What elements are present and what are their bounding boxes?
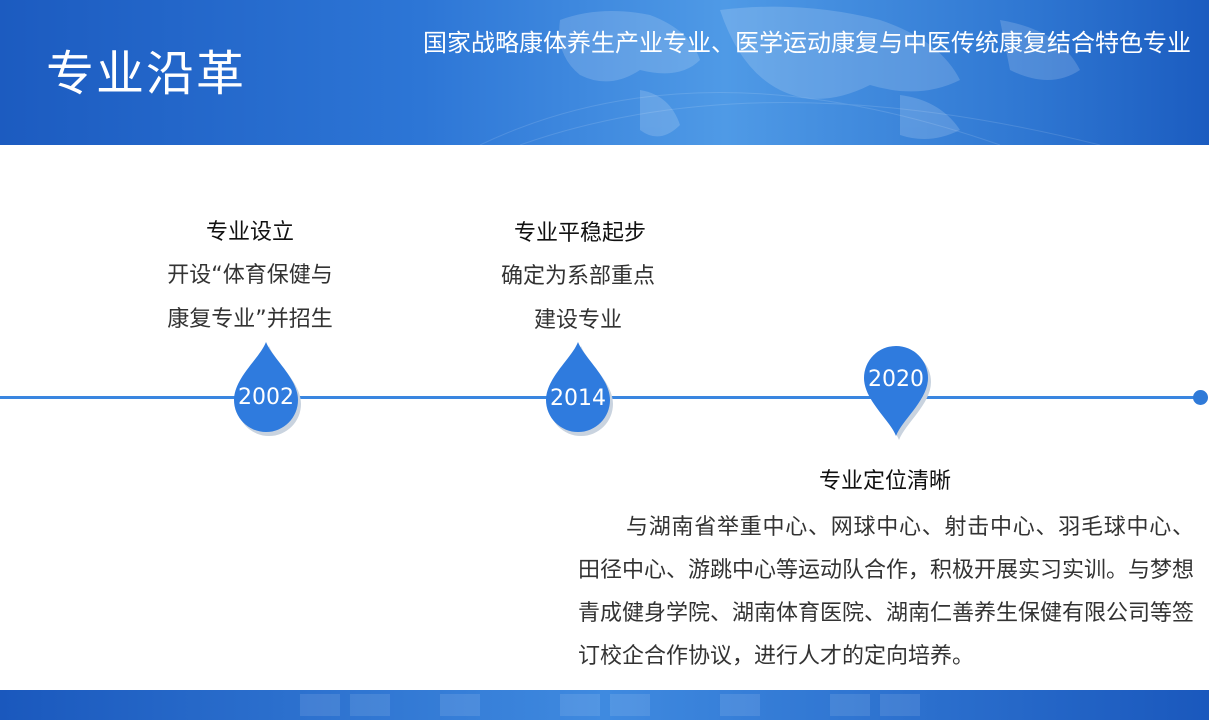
milestone-desc-2020: 与湖南省举重中心、网球中心、射击中心、羽毛球中心、田径中心、游跳中心等运动队合作… bbox=[578, 515, 1195, 669]
year-label: 2020 bbox=[868, 367, 924, 392]
milestone-desc-2014-line1: 确定为系部重点 bbox=[500, 264, 655, 289]
milestone-title-2020: 专业定位清晰 bbox=[818, 469, 951, 494]
footer-pattern bbox=[300, 694, 920, 716]
year-marker-2002: 2002 bbox=[228, 340, 304, 440]
year-marker-2014: 2014 bbox=[540, 340, 616, 440]
year-label: 2014 bbox=[550, 386, 606, 411]
milestone-desc-2014-line2: 建设专业 bbox=[533, 308, 622, 333]
page-subtitle: 国家战略康体养生产业专业、医学运动康复与中医传统康复结合特色专业 bbox=[423, 29, 1191, 57]
year-marker-2020: 2020 bbox=[858, 340, 934, 440]
page-title: 专业沿革 bbox=[46, 46, 247, 102]
milestone-desc-2002-line2: 康复专业”并招生 bbox=[167, 307, 333, 332]
milestone-title-2002: 专业设立 bbox=[205, 220, 294, 245]
header-banner: 专业沿革 国家战略康体养生产业专业、医学运动康复与中医传统康复结合特色专业 bbox=[0, 0, 1209, 145]
timeline-end-dot bbox=[1193, 390, 1208, 405]
milestone-desc-2002-line1: 开设“体育保健与 bbox=[167, 263, 333, 288]
year-label: 2002 bbox=[238, 385, 294, 410]
world-map-decoration bbox=[479, 6, 1101, 145]
footer-band bbox=[0, 690, 1209, 720]
milestone-title-2014: 专业平稳起步 bbox=[513, 221, 646, 246]
